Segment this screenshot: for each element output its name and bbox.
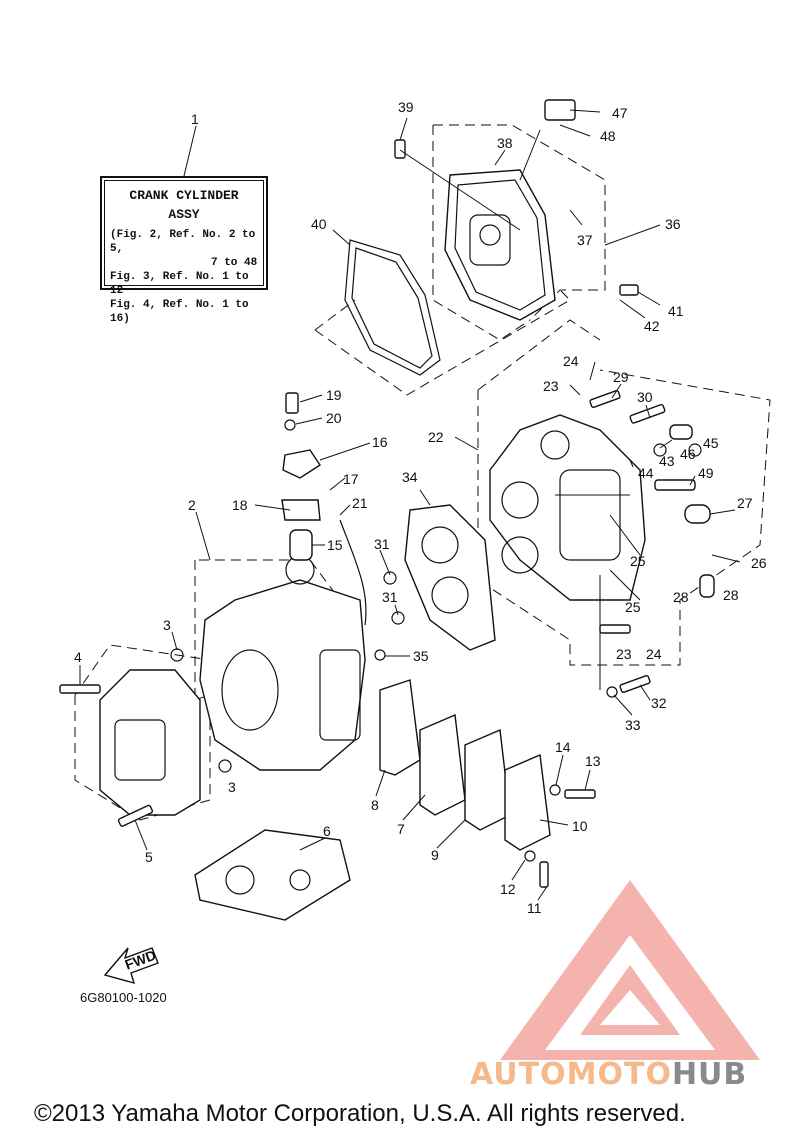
hose	[339, 519, 367, 626]
ref-23a: 23	[543, 378, 559, 394]
ref-25b: 25	[625, 599, 641, 615]
ref-46: 46	[680, 446, 696, 462]
ref-line-3: Fig. 3, Ref. No. 1 to 12	[110, 271, 249, 297]
ref-line-4: Fig. 4, Ref. No. 1 to 16)	[110, 299, 249, 325]
assembly-reference-box: CRANK CYLINDER ASSY (Fig. 2, Ref. No. 2 …	[100, 176, 268, 325]
ref-6: 6	[323, 823, 331, 839]
ref-line-1: (Fig. 2, Ref. No. 2 to 5,	[110, 229, 256, 255]
ref-40: 40	[311, 216, 327, 232]
leader-lines	[79, 109, 741, 901]
ref-5: 5	[145, 849, 153, 865]
ref-22: 22	[428, 429, 444, 445]
ref-32: 32	[651, 695, 667, 711]
exhaust-plates	[379, 679, 551, 851]
ref-3a: 3	[163, 617, 171, 633]
ref-43: 43	[659, 453, 675, 469]
watermark-text: AUTOMOTOHUB	[470, 1057, 747, 1092]
ref-8: 8	[371, 797, 379, 813]
ref-15: 15	[327, 537, 343, 553]
ref-39: 39	[398, 99, 414, 115]
ref-27: 27	[737, 495, 753, 511]
ref-16: 16	[372, 434, 388, 450]
cylinder-head	[489, 414, 646, 601]
fwd-arrow: FWD	[103, 947, 159, 985]
part-reference-numbers: 1 2 3 3 4 5 6 7 8 9 10 11 12 13 14 15 16…	[74, 99, 767, 916]
assembly-subtitle: ASSY	[168, 207, 200, 222]
ref-17: 17	[343, 471, 359, 487]
ref-7: 7	[397, 821, 405, 837]
ref-31a: 31	[374, 536, 390, 552]
ref-13: 13	[585, 753, 601, 769]
assembly-refs: (Fig. 2, Ref. No. 2 to 5, 7 to 48 Fig. 3…	[102, 228, 266, 326]
ref-24a: 24	[563, 353, 579, 369]
ref-36: 36	[665, 216, 681, 232]
watermark-logo	[500, 880, 760, 1060]
ref-2: 2	[188, 497, 196, 513]
ref-47: 47	[612, 105, 628, 121]
head-cover-gasket	[344, 239, 441, 376]
document-number: 6G80100-1020	[80, 990, 167, 1005]
cylinder-head-cover	[444, 169, 556, 321]
ref-23b: 23	[616, 646, 632, 662]
ref-14: 14	[555, 739, 571, 755]
ref-20: 20	[326, 410, 342, 426]
watermark-text-b: HUB	[671, 1057, 748, 1092]
ref-38: 38	[497, 135, 513, 151]
ref-33: 33	[625, 717, 641, 733]
ref-25a: 25	[630, 553, 646, 569]
ref-28a: 28	[673, 589, 689, 605]
cylinder-block	[199, 555, 366, 771]
ref-11: 11	[527, 900, 542, 916]
head-gasket	[404, 504, 496, 651]
fasteners	[59, 99, 715, 888]
assembly-title: CRANK CYLINDER	[129, 188, 239, 203]
ref-37: 37	[577, 232, 593, 248]
ref-12: 12	[500, 881, 516, 897]
ref-10: 10	[572, 818, 588, 834]
thermostat-assembly	[281, 392, 321, 561]
ref-21: 21	[352, 495, 368, 511]
lower-gasket	[194, 829, 351, 921]
ref-45: 45	[703, 435, 719, 451]
ref-31b: 31	[382, 589, 398, 605]
ref-24b: 24	[646, 646, 662, 662]
ref-4: 4	[74, 649, 82, 665]
ref-41: 41	[668, 303, 684, 319]
crankcase	[99, 669, 201, 816]
ref-29: 29	[613, 369, 629, 385]
ref-18: 18	[232, 497, 248, 513]
ref-48: 48	[600, 128, 616, 144]
ref-9: 9	[431, 847, 439, 863]
ref-28b: 28	[723, 587, 739, 603]
ref-3b: 3	[228, 779, 236, 795]
ref-line-2: 7 to 48	[211, 257, 258, 269]
ref-1: 1	[191, 111, 199, 127]
ref-34: 34	[402, 469, 418, 485]
ref-49: 49	[698, 465, 714, 481]
ref-26: 26	[751, 555, 767, 571]
ref-42: 42	[644, 318, 660, 334]
ref-19: 19	[326, 387, 342, 403]
ref-44: 44	[638, 465, 654, 481]
assembly-outlines	[74, 124, 771, 821]
ref-30: 30	[637, 389, 653, 405]
copyright-notice: ©2013 Yamaha Motor Corporation, U.S.A. A…	[34, 1100, 686, 1127]
ref-35: 35	[413, 648, 429, 664]
watermark-text-a: AUTOMOTO	[470, 1057, 672, 1092]
